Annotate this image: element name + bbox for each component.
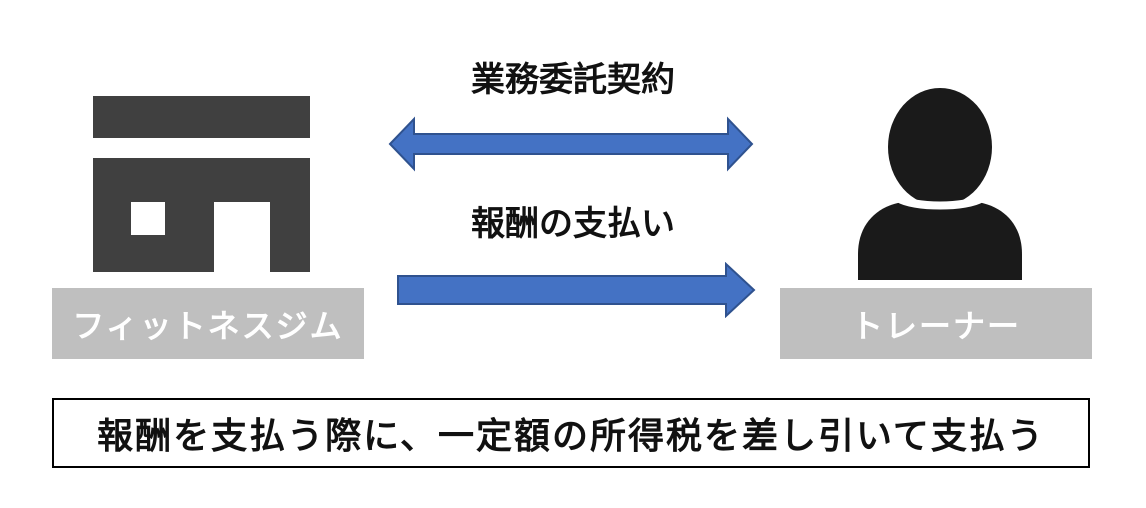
trainer-label: トレーナー	[780, 288, 1092, 359]
payment-label: 報酬の支払い	[471, 204, 675, 244]
summary-box: 報酬を支払う際に、一定額の所得税を差し引いて支払う	[52, 398, 1090, 468]
gym-label: フィットネスジム	[52, 288, 364, 359]
person-icon	[858, 88, 1022, 280]
contract-label: 業務委託契約	[471, 60, 675, 100]
gym-label-text: フィットネスジム	[72, 306, 344, 345]
trainer-label-text: トレーナー	[850, 306, 1021, 345]
bidirectional-arrow	[388, 116, 754, 172]
right-arrow	[397, 262, 756, 318]
summary-text: 報酬を支払う際に、一定額の所得税を差し引いて支払う	[97, 416, 1045, 457]
building-icon	[93, 96, 310, 272]
